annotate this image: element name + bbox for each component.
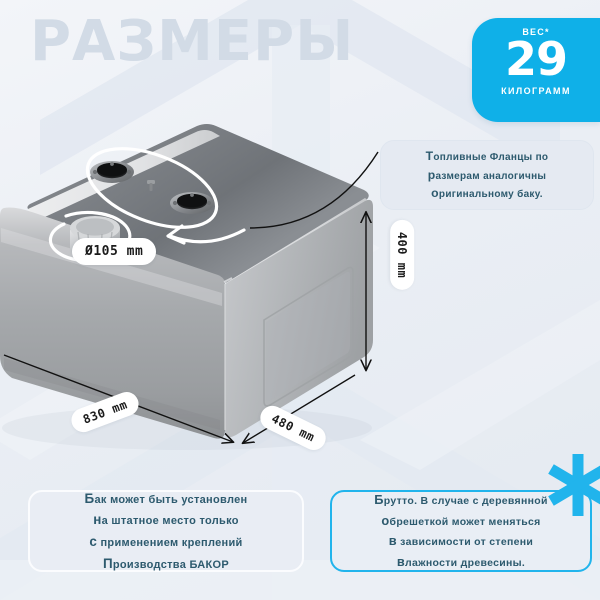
callout-gross-line-3: в зависимости от степени <box>388 533 534 548</box>
callout-gross-line-2: обрешеткой может меняться <box>381 512 541 528</box>
callout-flange: Топливные Фланцы по размерам аналогичны … <box>380 140 594 210</box>
callout-mounting-line-2: на штатное место только <box>93 512 239 528</box>
callout-flange-line-1: Топливные Фланцы по <box>425 148 549 163</box>
flange-right <box>170 192 214 214</box>
callout-flange-line-2: размерам аналогичны <box>427 167 547 182</box>
flange-highlight-ellipse <box>85 147 219 229</box>
fuel-tank-illustration <box>0 108 412 468</box>
weight-badge-unit: КИЛОГРАММ <box>501 85 571 96</box>
callout-gross-weight: Брутто. В случае с деревянной обрешеткой… <box>330 490 592 572</box>
diameter-label: Ø105 mm <box>72 238 157 265</box>
callout-flange-line-3: оригинальному баку. <box>431 186 543 201</box>
page-title: РАЗМЕРЫ <box>30 9 355 74</box>
height-label: 400 mm <box>390 219 415 291</box>
stud-fitting <box>147 180 155 191</box>
callout-mounting-line-1: Бак может быть установлен <box>84 490 248 506</box>
callout-mounting-line-4: Производства БАКОР <box>102 555 230 571</box>
callout-mounting: Бак может быть установлен на штатное мес… <box>28 490 304 572</box>
weight-badge-caption: ВЕС* <box>522 27 550 37</box>
callout-gross-line-4: влажности древесины. <box>396 553 526 569</box>
flange-left <box>90 161 134 183</box>
weight-badge-value: 29 <box>504 32 568 86</box>
callout-gross-line-1: Брутто. В случае с деревянной <box>374 492 548 507</box>
weight-badge: ВЕС* 29 КИЛОГРАММ <box>472 18 600 122</box>
callout-mounting-line-3: с применением креплений <box>89 534 243 549</box>
